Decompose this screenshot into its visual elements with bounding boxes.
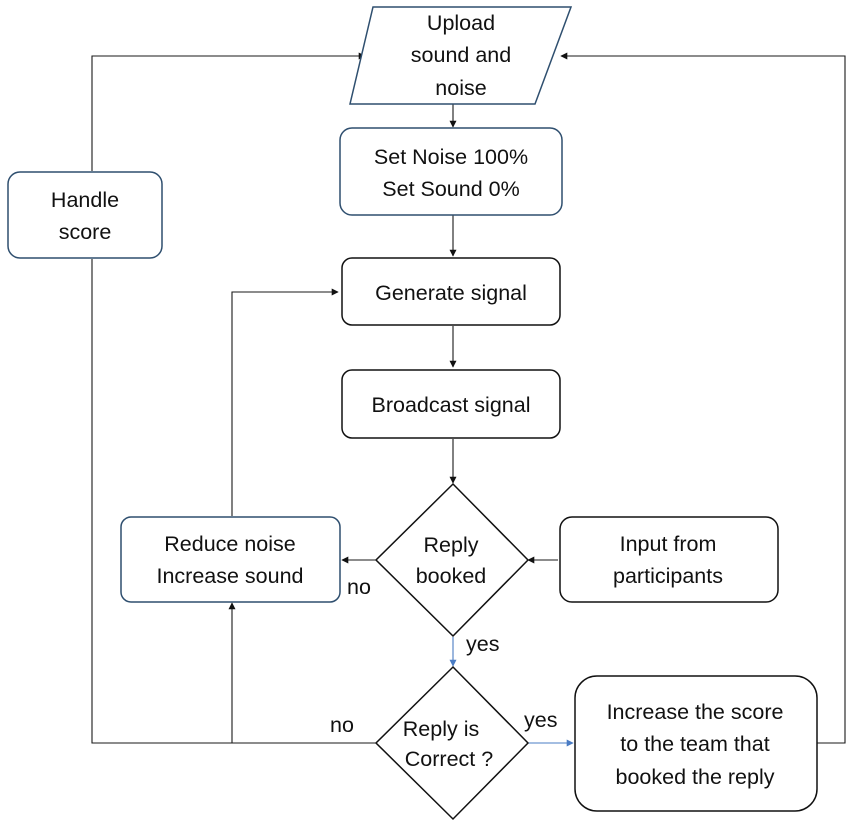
generate-signal-shape (341, 257, 561, 326)
edge-reduce-to-generate (231, 288, 339, 516)
broadcast-signal-label: Broadcast signal (372, 393, 531, 417)
input-participants-shape (559, 516, 779, 603)
edge-reply-correct-no-line (91, 259, 376, 744)
reduce-noise-node: Reduce noise Increase sound (120, 516, 341, 603)
upload-line-3: noise (435, 76, 486, 100)
input-participants-node: Input from participants (559, 516, 779, 603)
set-noise-shape (339, 127, 563, 216)
upload-line-2: sound and (411, 43, 511, 67)
edge-increase-to-upload (560, 52, 846, 744)
edge-label-booked-no: no (347, 575, 371, 599)
reduce-noise-line-2: Increase sound (156, 564, 303, 588)
handle-score-line-1: Handle (51, 188, 119, 212)
reply-correct-node: Reply is Correct ? (374, 665, 530, 821)
broadcast-signal-node: Broadcast signal (341, 369, 561, 439)
reply-booked-line-2: booked (416, 564, 487, 588)
reply-booked-shape (374, 482, 530, 638)
increase-score-line-2: to the team that (620, 732, 769, 756)
edge-label-correct-yes: yes (524, 708, 557, 732)
edge-label-booked-yes: yes (466, 632, 499, 656)
generate-signal-node: Generate signal (341, 257, 561, 326)
increase-score-node: Increase the score to the team that book… (574, 675, 818, 812)
reply-correct-shape (374, 665, 530, 821)
set-noise-node: Set Noise 100% Set Sound 0% (339, 127, 563, 216)
upload-line-1: Upload (427, 11, 495, 35)
generate-signal-label: Generate signal (375, 281, 527, 305)
set-noise-line-1: Set Noise 100% (374, 145, 528, 169)
reduce-noise-line-1: Reduce noise (164, 532, 295, 556)
reduce-noise-shape (120, 516, 341, 603)
reply-booked-line-1: Reply (424, 533, 479, 557)
upload-shape (349, 6, 573, 105)
handle-score-shape (7, 171, 163, 259)
reply-correct-line-2: Correct ? (405, 747, 493, 771)
edge-handle-score-to-upload (91, 52, 366, 171)
handle-score-line-2: score (59, 220, 112, 244)
handle-score-node: Handle score (7, 171, 163, 259)
increase-score-shape (574, 675, 818, 812)
reply-correct-line-1: Reply is (403, 717, 479, 741)
increase-score-line-3: booked the reply (616, 765, 775, 789)
set-noise-line-2: Set Sound 0% (382, 177, 519, 201)
edge-label-correct-no: no (330, 713, 354, 737)
upload-node: Upload sound and noise (349, 6, 573, 105)
broadcast-signal-shape (341, 369, 561, 439)
input-participants-line-1: Input from (620, 532, 717, 556)
reply-booked-node: Reply booked (374, 482, 530, 638)
increase-score-line-1: Increase the score (607, 700, 784, 724)
input-participants-line-2: participants (613, 564, 723, 588)
